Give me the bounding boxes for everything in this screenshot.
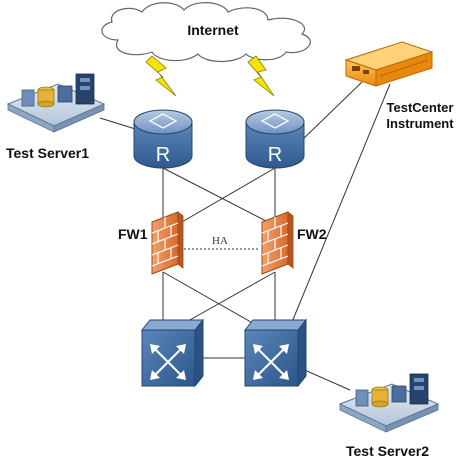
router-icon: R (245, 109, 305, 169)
link-router2-fw1 (174, 167, 276, 227)
testcenter-icon (344, 41, 434, 87)
ha-label: HA (212, 235, 228, 247)
cloud-icon (101, 2, 311, 63)
router-glyph: R (268, 144, 282, 166)
firewall-icon (261, 211, 294, 275)
test-server2-label: Test Server2 (346, 443, 429, 459)
server-icon (338, 373, 440, 433)
firewall-icon (151, 211, 184, 275)
link-fw1-switch2 (162, 271, 266, 331)
link-router1-fw2 (162, 167, 269, 223)
link-switch2-testcenter (291, 83, 391, 323)
testcenter-label-line1: TestCenter (387, 100, 454, 115)
switch-icon (140, 318, 205, 388)
link-router2-testcenter (299, 81, 363, 143)
router-glyph: R (156, 144, 170, 166)
router-icon: R (133, 109, 193, 169)
server-icon (6, 73, 106, 133)
testcenter-label-line2: Instrument (386, 116, 454, 131)
lightning-icon (145, 55, 177, 97)
switch-icon (243, 318, 308, 388)
test-server1-label: Test Server1 (6, 145, 89, 161)
internet-label: Internet (187, 22, 239, 38)
fw1-label: FW1 (118, 226, 148, 242)
fw2-label: FW2 (297, 226, 327, 242)
link-switch2-server2 (299, 367, 351, 391)
lightning-icon (247, 55, 275, 97)
